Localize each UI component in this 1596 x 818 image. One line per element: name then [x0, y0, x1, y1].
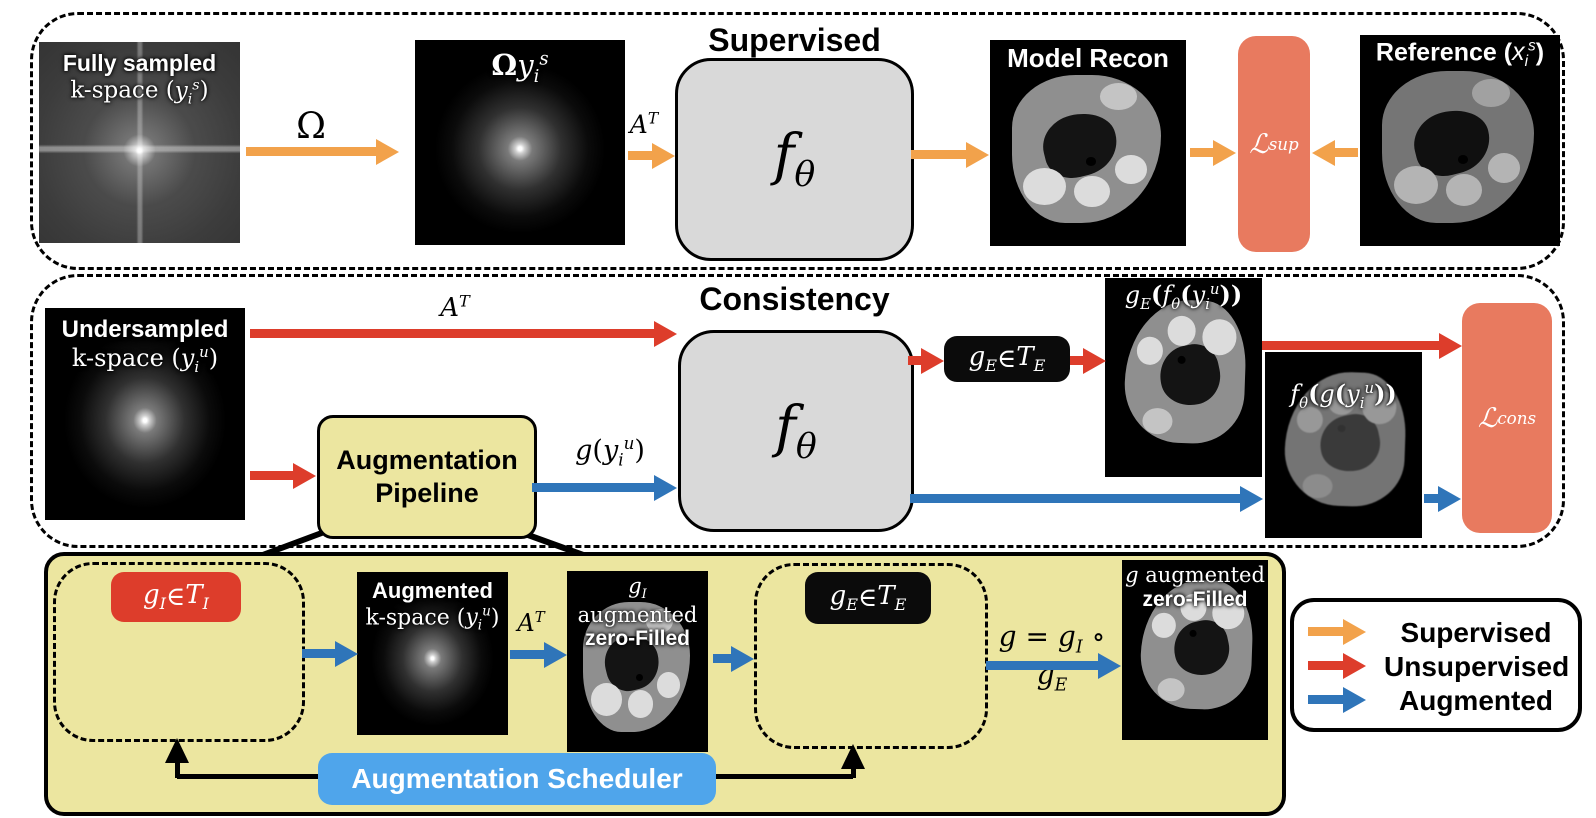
- supervised-model-box: fθ: [675, 58, 914, 261]
- model-to-fg-arrow: [910, 494, 1240, 503]
- supervised-title: Supervised: [708, 22, 881, 58]
- model-recon-image: Model Recon: [990, 40, 1186, 246]
- omega-kspace-image: Ωyis: [415, 40, 625, 245]
- omega-kspace-label: Ωyis: [491, 48, 549, 87]
- legend-supervised-arrow: [1308, 627, 1343, 636]
- knee-mri-graphic: [990, 40, 1186, 246]
- recon-to-loss-arrow: [1190, 148, 1213, 157]
- legend-supervised-label: Supervised: [1400, 617, 1552, 648]
- composition-label: g = gI ∘ gE: [998, 620, 1106, 696]
- fully-sampled-kspace-label: Fully sampled k-space (yis): [62, 50, 217, 108]
- ge-to-image-arrow: [1070, 356, 1083, 365]
- augmented-kspace-label: Augmented k-space (yiu): [365, 578, 500, 634]
- model-to-ge-arrow: [908, 356, 921, 365]
- equivariant-to-output-arrow: [986, 661, 1098, 670]
- consistency-at-label: AT: [440, 291, 470, 323]
- equivariant-augmentation-group: [754, 563, 988, 749]
- consistency-at-arrow: [250, 329, 654, 338]
- legend-augmented-arrow: [1308, 695, 1343, 704]
- scheduler-left-arrowhead: [165, 738, 189, 763]
- legend: Supervised Unsupervised Augmented: [1290, 598, 1582, 732]
- g-input-label: g(yiu): [575, 433, 645, 470]
- supervised-recon-arrow: [911, 150, 966, 159]
- undersampled-kspace-label: Undersampled k-space (yiu): [61, 316, 229, 377]
- kspace-to-pipeline-arrow: [250, 471, 293, 480]
- g-zero-filled-image: g augmented zero-Filled: [1122, 560, 1268, 740]
- ge-te-badge: gE ∈ TE: [944, 336, 1070, 382]
- augmentation-at-label: AT: [517, 608, 545, 637]
- reference-to-loss-arrow: [1335, 148, 1358, 157]
- consistency-section: [30, 274, 1565, 548]
- scheduler-left-arrow-hseg: [177, 774, 318, 779]
- zerofilled-to-equivariant-arrow: [713, 654, 731, 663]
- ge-recon-image: gE(fθ(yiu)): [1105, 278, 1262, 477]
- ge-recon-label: gE(fθ(yiu)): [1124, 280, 1243, 313]
- supervised-at-label: AT: [629, 110, 659, 140]
- augmented-kspace-image: Augmented k-space (yiu): [357, 572, 508, 735]
- legend-unsupervised-arrow: [1308, 661, 1343, 670]
- fg-recon-label: fθ(g(yiu)): [1290, 379, 1397, 412]
- augmentation-scheduler-box: Augmentation Scheduler: [318, 753, 716, 805]
- scheduler-right-arrow-hseg: [716, 774, 853, 779]
- augmentation-pipeline-box: Augmentation Pipeline: [317, 415, 537, 539]
- undersampled-kspace-image: Undersampled k-space (yiu): [45, 308, 245, 520]
- reference-label: Reference (xis): [1375, 38, 1545, 71]
- legend-augmented-label: Augmented: [1399, 685, 1553, 716]
- reference-image: Reference (xis): [1360, 35, 1560, 246]
- pipeline-to-model-arrow: [532, 483, 654, 492]
- scheduler-right-arrowhead: [841, 744, 865, 769]
- consistency-model-box: fθ: [678, 330, 914, 532]
- g-zero-filled-label: g augmented zero-Filled: [1125, 563, 1265, 611]
- fully-sampled-kspace-image: Fully sampled k-space (yis): [39, 42, 240, 243]
- gi-zero-filled-image: gI augmented zero-Filled: [567, 571, 708, 752]
- omega-label: Ω: [296, 106, 326, 147]
- knee-mri-graphic: [1360, 35, 1560, 246]
- augmentation-at-arrow: [510, 650, 544, 659]
- gi-ti-badge: gI ∈ TI: [111, 572, 241, 622]
- supervised-omega-arrow: [246, 147, 376, 156]
- gi-zero-filled-label: gI augmented zero-Filled: [577, 574, 698, 651]
- ge-to-loss-arrow: [1262, 341, 1439, 350]
- fg-to-loss-arrow: [1424, 494, 1438, 503]
- supervised-section: [30, 12, 1565, 270]
- legend-unsupervised-label: Unsupervised: [1384, 651, 1570, 682]
- consistency-title: Consistency: [699, 281, 890, 317]
- scheduler-right-arrow-vseg: [851, 766, 856, 778]
- fg-recon-image: fθ(g(yiu)): [1265, 352, 1422, 538]
- supervised-at-arrow: [628, 151, 652, 160]
- knee-mri-graphic: [567, 571, 708, 752]
- model-recon-label: Model Recon: [1007, 43, 1169, 73]
- ge-te-badge-augmentation: gE ∈ TE: [805, 572, 931, 624]
- scheduler-left-arrow-vseg: [175, 760, 180, 778]
- invariant-to-kspace-arrow: [302, 649, 335, 658]
